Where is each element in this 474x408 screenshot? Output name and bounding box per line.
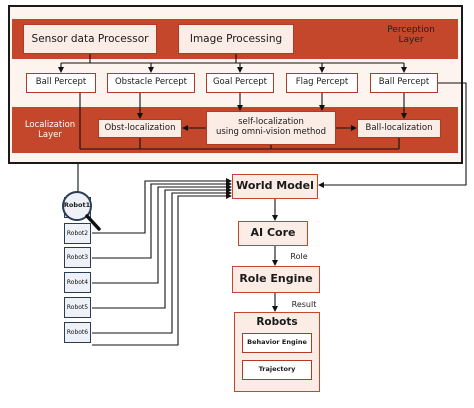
- robot2-to-world-model: [92, 178, 232, 234]
- world-model: World Model: [232, 174, 318, 199]
- percept-goal: Goal Percept: [206, 73, 274, 93]
- perception-to-world-model-line: [318, 82, 467, 188]
- robots-list-to-world-model: [92, 193, 232, 346]
- percept-obstacle: Obstacle Percept: [107, 73, 195, 93]
- robot-6: Robot6: [64, 322, 91, 343]
- sensor-data-processor-label: Sensor data Processor: [31, 32, 149, 45]
- robot5-to-world-model: [92, 187, 232, 309]
- robot-1-magnified-label: Robot1: [63, 201, 91, 210]
- localization-layer-label: Localization Layer: [24, 120, 76, 140]
- robot4-to-world-model: [92, 184, 232, 284]
- ai-core: AI Core: [238, 221, 308, 246]
- robot6-to-world-model: [92, 190, 232, 334]
- ball-localization: Ball-localization: [357, 119, 441, 138]
- robot-5: Robot5: [64, 297, 91, 318]
- perception-layer-label: Perception Layer: [387, 25, 435, 46]
- robot3-to-world-model: [92, 181, 232, 259]
- magnifier-icon: [62, 191, 101, 231]
- robot-4: Robot4: [64, 272, 91, 293]
- percept-ball-1: Ball Percept: [26, 73, 96, 93]
- robot-2: Robot2: [64, 223, 91, 244]
- percept-ball-2: Ball Percept: [370, 73, 438, 93]
- role-label: Role: [290, 252, 308, 261]
- obst-localization: Obst-localization: [98, 119, 182, 138]
- role-engine: Role Engine: [232, 266, 320, 293]
- behavior-engine: Behavior Engine: [242, 333, 312, 353]
- sensor-data-processor: Sensor data Processor: [23, 24, 157, 54]
- result-label: Result: [291, 300, 317, 309]
- robots-block-title: Robots: [256, 316, 298, 328]
- percept-flag: Flag Percept: [286, 73, 358, 93]
- trajectory: Trajectory: [242, 360, 312, 380]
- image-processing-label: Image Processing: [189, 32, 283, 45]
- image-processing: Image Processing: [178, 24, 294, 54]
- self-localization: self-localization using omni-vision meth…: [206, 111, 336, 145]
- robot-3: Robot3: [64, 247, 91, 268]
